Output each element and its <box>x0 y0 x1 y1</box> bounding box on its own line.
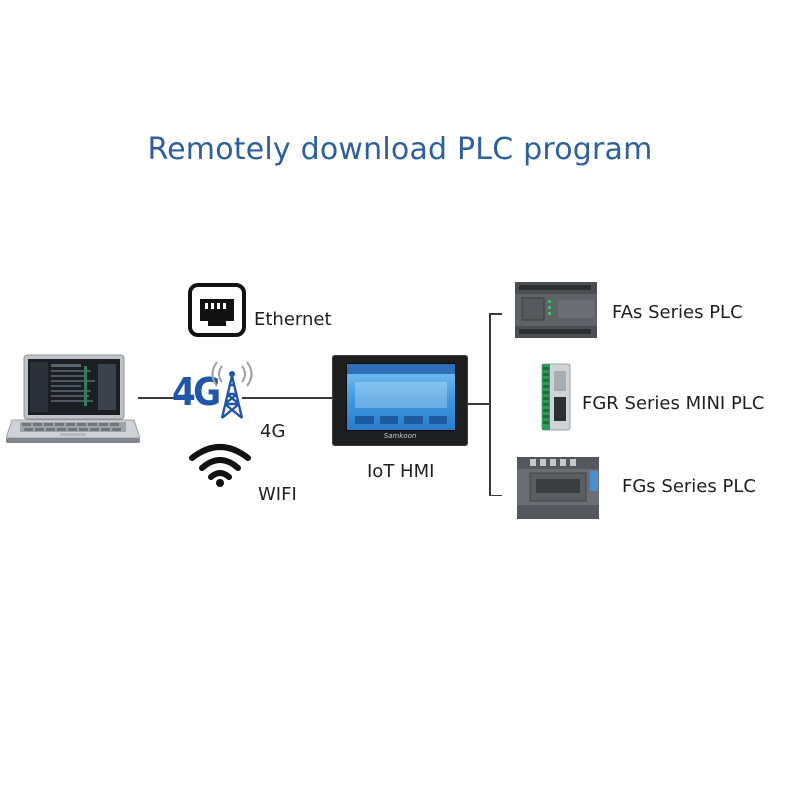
4g-label: 4G <box>260 421 286 442</box>
plc-bracket <box>482 313 502 496</box>
plc-label-1: FAs Series PLC <box>612 302 743 323</box>
hmi-to-bracket-line <box>466 403 486 405</box>
page-title: Remotely download PLC program <box>147 132 653 167</box>
wifi-label: WIFI <box>258 484 297 505</box>
hmi-screen-buttons <box>355 416 447 424</box>
hmi-screen-topbar <box>347 364 455 374</box>
wifi-icon <box>189 444 251 487</box>
ethernet-port-icon <box>188 283 246 337</box>
laptop-to-hmi-line-left <box>138 397 174 399</box>
tower-icon <box>211 361 253 419</box>
fgr-mini-plc-icon <box>541 363 571 431</box>
4g-tower-icon: 4G <box>172 352 262 422</box>
hmi-label: IoT HMI <box>367 461 435 482</box>
ethernet-label: Ethernet <box>254 309 332 330</box>
plc-label-3: FGs Series PLC <box>622 476 756 497</box>
laptop-to-hmi-line-right <box>242 397 332 399</box>
fgs-plc-icon <box>517 457 599 519</box>
plc-label-2: FGR Series MINI PLC <box>582 393 765 414</box>
laptop-icon <box>6 354 140 443</box>
fas-plc-icon <box>515 282 597 338</box>
iot-hmi-device: Samkoon <box>332 355 468 446</box>
hmi-screen-panel <box>355 382 447 408</box>
hmi-screen <box>346 363 456 431</box>
hmi-brand: Samkoon <box>383 432 417 440</box>
